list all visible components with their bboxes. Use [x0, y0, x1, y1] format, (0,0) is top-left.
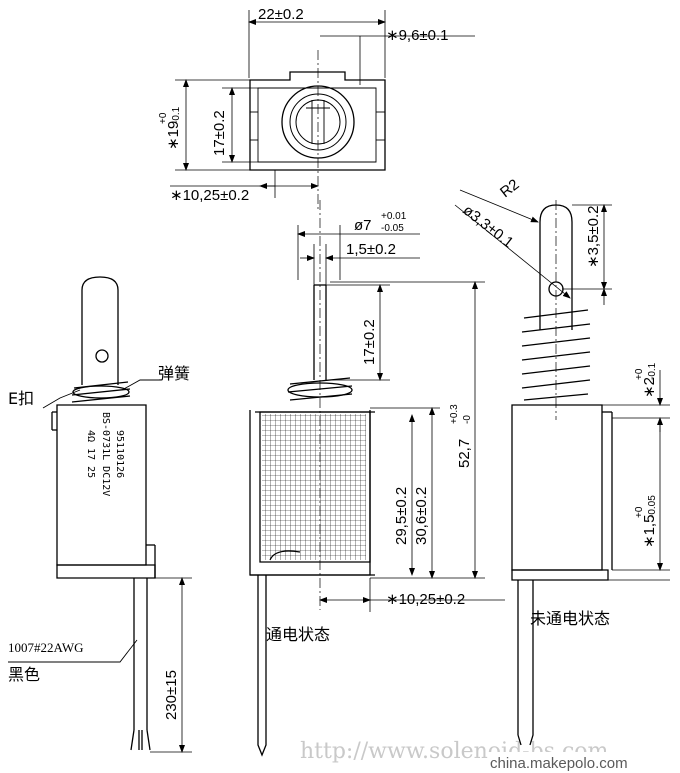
right-radius-dim: R2 — [497, 176, 523, 201]
front-total-height-dim: 52,7 — [456, 439, 473, 468]
de-energized-caption: 未通电状态 — [530, 609, 610, 628]
body-marking-rating: 4Ω 17 25 — [85, 430, 96, 478]
right-flange-upper: +0 — [634, 506, 645, 518]
front-coil-outer-dim: 30,6±0.2 — [413, 487, 430, 545]
front-diameter-dim: ø7 — [354, 217, 372, 234]
brand-link[interactable]: china.makepolo.com — [490, 755, 628, 772]
right-gap-dim: ∗2 — [641, 377, 658, 398]
front-diameter-upper: +0.01 — [381, 211, 407, 222]
right-hole-dim: ø3,3±0.1 — [460, 202, 517, 252]
top-inner-height-dim: 17±0.2 — [211, 110, 228, 156]
energized-caption: 通电状态 — [266, 625, 330, 644]
right-gap-lower: -0.1 — [647, 362, 658, 380]
top-height-lower: -0.1 — [171, 106, 182, 124]
left-view — [8, 277, 192, 753]
wire-length-dim: 230±15 — [163, 670, 180, 720]
right-view — [455, 190, 670, 745]
front-plunger-stroke-dim: 17±0.2 — [361, 319, 378, 365]
brand-backdrop — [488, 752, 680, 773]
front-diameter-lower: -0.05 — [381, 223, 404, 234]
body-marking-serial: 95110126 — [114, 430, 125, 478]
wire-spec-label: 1007#22AWG — [8, 640, 84, 655]
right-gap-upper: +0 — [634, 368, 645, 380]
front-base-width-dim: ∗10,25±0.2 — [386, 591, 465, 608]
front-view — [250, 200, 505, 755]
spring-label: 弹簧 — [158, 364, 190, 383]
top-boss-dim: ∗9,6±0.1 — [386, 27, 449, 44]
body-marking-model: BS-0731L DC12V — [100, 412, 111, 496]
front-coil-inner-dim: 29,5±0.2 — [393, 487, 410, 545]
top-width-dim: 22±0.2 — [258, 6, 304, 23]
top-height-upper: +0 — [158, 112, 169, 124]
right-tip-dim: ∗3,5±0.2 — [585, 205, 602, 268]
e-clip-label: E扣 — [8, 389, 34, 408]
right-flange-dim: ∗1,5 — [641, 515, 658, 548]
front-total-height-lower: -0 — [462, 415, 473, 424]
right-flange-lower: -0.05 — [647, 495, 658, 518]
wire-color-label: 黑色 — [8, 665, 40, 684]
top-view — [170, 10, 475, 210]
top-height-dim: ∗19 — [165, 121, 182, 150]
front-plunger-width-dim: 1,5±0.2 — [346, 241, 396, 258]
top-bottom-width-dim: ∗10,25±0.2 — [170, 187, 249, 204]
front-total-height-upper: +0.3 — [449, 404, 460, 424]
